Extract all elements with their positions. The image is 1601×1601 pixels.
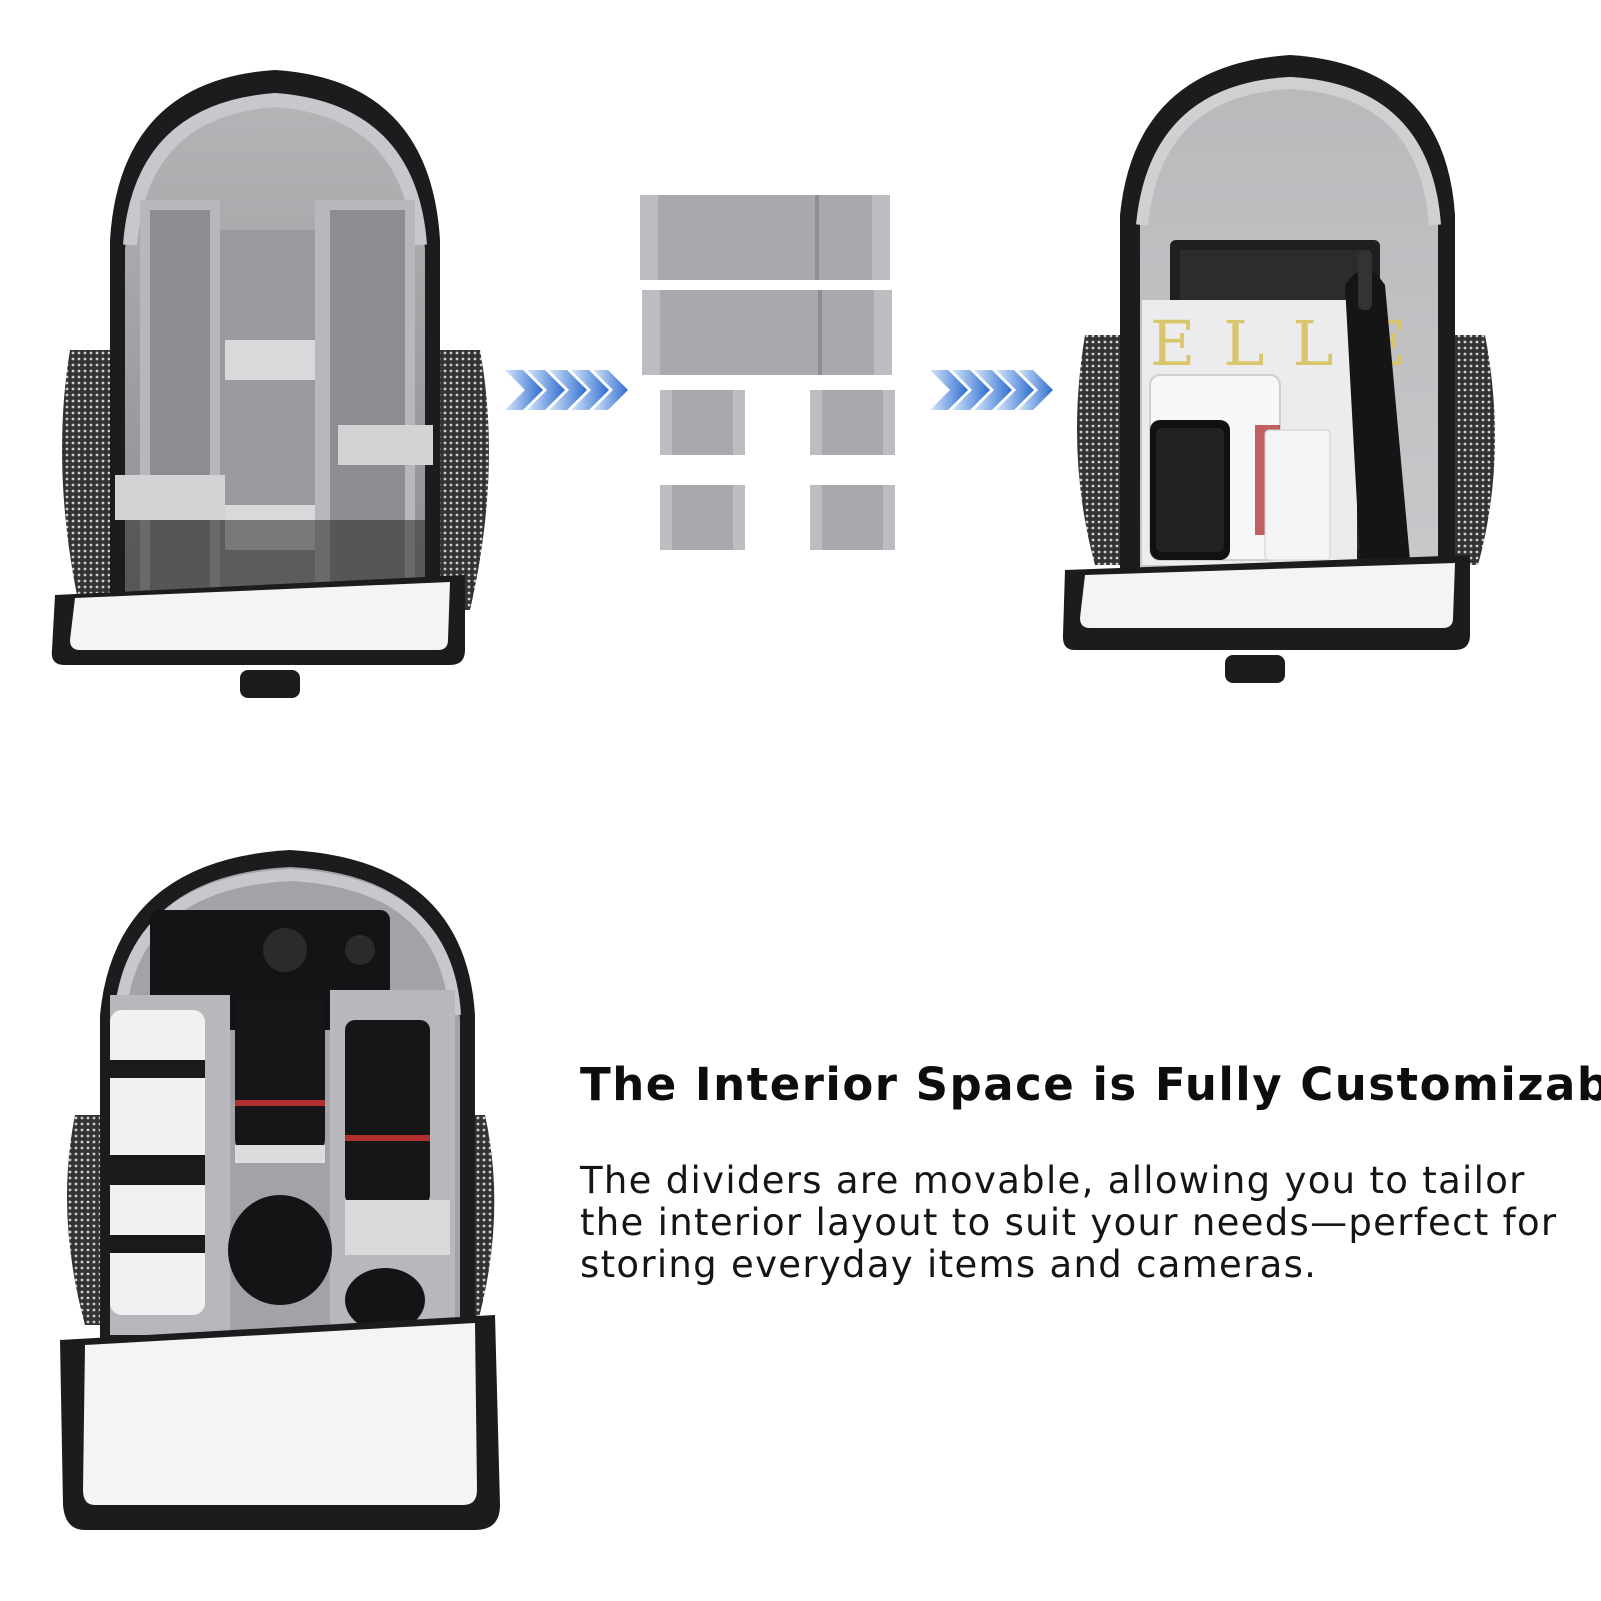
bag-empty-dividers-image [40,50,510,730]
long-divider [640,195,890,280]
description-line: storing everyday items and cameras. [580,1243,1318,1286]
chevrons-right-icon [930,365,1055,415]
description-line: The dividers are movable, allowing you t… [580,1159,1526,1202]
loose-dividers-image [640,190,910,560]
bag-camera-gear-image [55,845,525,1565]
bag-everyday-items-image: ELLE [1060,45,1520,705]
headline: The Interior Space is Fully Customizable [580,1058,1601,1111]
description: The dividers are movable, allowing you t… [580,1160,1580,1286]
description-line: the interior layout to suit your needs—p… [580,1201,1558,1244]
chevrons-right-icon [505,365,630,415]
